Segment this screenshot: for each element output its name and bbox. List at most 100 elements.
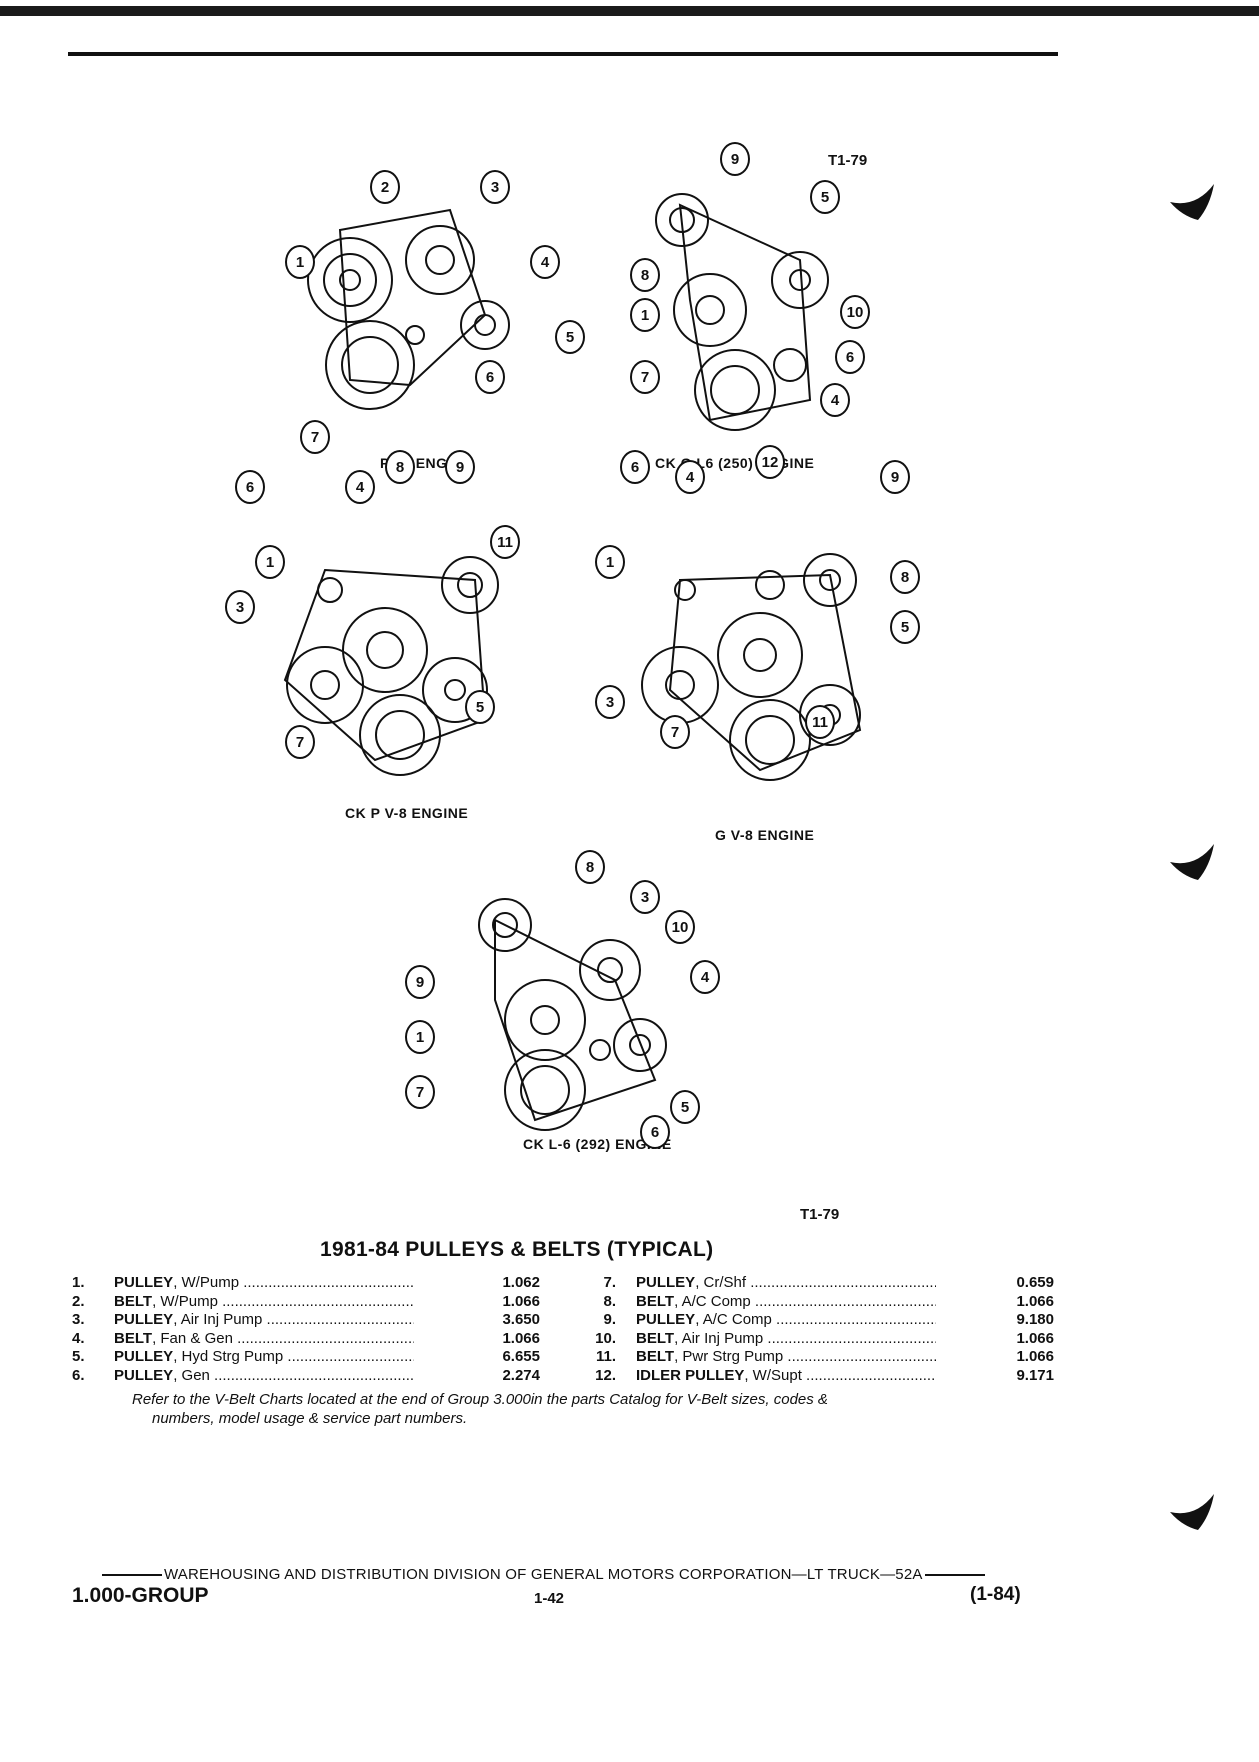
part-number: 4. [72, 1329, 85, 1347]
parts-row: 1. PULLEY, W/Pump 1.062 7. PULLEY, Cr/Sh… [72, 1274, 1072, 1293]
part-name: BELT [114, 1329, 153, 1347]
part-value: 0.659 [1016, 1274, 1054, 1291]
callout-8: 8 [630, 258, 660, 292]
divider [924, 1574, 985, 1577]
part-name: PULLEY [636, 1274, 696, 1291]
callout-7: 7 [405, 1075, 435, 1109]
callout-9: 9 [405, 965, 435, 999]
callout-12: 12 [755, 445, 785, 479]
part-value: 1.066 [1016, 1329, 1054, 1347]
callout-9: 9 [445, 450, 475, 484]
callout-9: 9 [720, 142, 750, 176]
part-value: 3.650 [502, 1311, 540, 1328]
callout-8: 8 [575, 850, 605, 884]
part-detail: , W/Pump [152, 1292, 218, 1310]
belt-diagram-illustration [641, 553, 862, 781]
vbelt-reference-note: Refer to the V-Belt Charts located at th… [132, 1390, 1032, 1428]
callout-5: 5 [810, 180, 840, 214]
diagram-caption: G V-8 ENGINE [715, 827, 815, 843]
belt-diagram-illustration [283, 556, 499, 776]
part-detail: , Air Inj Pump [674, 1329, 764, 1347]
part-value: 1.062 [502, 1274, 540, 1291]
callout-8: 8 [890, 560, 920, 594]
parts-row: 5. PULLEY, Hyd Strg Pump 6.655 11. BELT,… [72, 1348, 1072, 1367]
part-number: 8. [603, 1292, 616, 1310]
top-scan-bar [0, 6, 1259, 16]
callout-1: 1 [255, 545, 285, 579]
callout-1: 1 [405, 1020, 435, 1054]
callout-2: 2 [370, 170, 400, 204]
callout-8: 8 [385, 450, 415, 484]
part-value: 1.066 [502, 1329, 540, 1347]
callout-3: 3 [595, 685, 625, 719]
callout-4: 4 [690, 960, 720, 994]
parts-row: 4. BELT, Fan & Gen 1.066 10. BELT, Air I… [72, 1330, 1072, 1349]
part-value: 9.171 [1016, 1366, 1054, 1384]
part-description: BELT, A/C Comp [636, 1293, 936, 1310]
binder-hole-mark [1170, 1494, 1214, 1530]
footer-group: 1.000-GROUP [72, 1584, 209, 1607]
part-value: 1.066 [502, 1292, 540, 1310]
callout-1: 1 [595, 545, 625, 579]
part-value: 6.655 [502, 1348, 540, 1365]
callout-7: 7 [285, 725, 315, 759]
callout-7: 7 [630, 360, 660, 394]
divider [102, 1574, 162, 1577]
callout-1: 1 [285, 245, 315, 279]
part-name: PULLEY [114, 1348, 174, 1365]
part-detail: , Hyd Strg Pump [173, 1348, 284, 1365]
callout-10: 10 [840, 295, 870, 329]
part-number: 7. [603, 1274, 616, 1291]
part-number: 2. [72, 1292, 85, 1310]
callout-5: 5 [670, 1090, 700, 1124]
footer-division-text: WAREHOUSING AND DISTRIBUTION DIVISION OF… [164, 1566, 923, 1583]
part-detail: , W/Supt [744, 1366, 802, 1384]
note-line: numbers, model usage & service part numb… [152, 1410, 468, 1427]
callout-11: 11 [490, 525, 520, 559]
parts-row: 6. PULLEY, Gen 2.274 12. IDLER PULLEY, W… [72, 1367, 1072, 1386]
binder-hole-mark [1170, 184, 1214, 220]
part-description: BELT, Pwr Strg Pump [636, 1348, 936, 1365]
callout-6: 6 [620, 450, 650, 484]
section-title: 1981-84 PULLEYS & BELTS (TYPICAL) [320, 1238, 714, 1261]
parts-list: 1. PULLEY, W/Pump 1.062 7. PULLEY, Cr/Sh… [72, 1274, 1072, 1385]
part-name: PULLEY [114, 1311, 174, 1328]
callout-4: 4 [345, 470, 375, 504]
callout-6: 6 [835, 340, 865, 374]
part-name: IDLER PULLEY [636, 1366, 745, 1384]
callout-4: 4 [675, 460, 705, 494]
callout-3: 3 [630, 880, 660, 914]
belt-diagram-illustration [655, 193, 829, 431]
part-detail: , Gen [173, 1366, 210, 1384]
callout-6: 6 [640, 1115, 670, 1149]
part-name: PULLEY [114, 1366, 174, 1384]
part-description: BELT, Fan & Gen [114, 1330, 414, 1347]
part-description: IDLER PULLEY, W/Supt [636, 1367, 936, 1384]
part-number: 11. [595, 1348, 616, 1365]
part-detail: , A/C Comp [674, 1292, 751, 1310]
part-detail: , Air Inj Pump [173, 1311, 263, 1328]
callout-3: 3 [480, 170, 510, 204]
part-description: PULLEY, Air Inj Pump [114, 1311, 414, 1328]
footer-division-line: WAREHOUSING AND DISTRIBUTION DIVISION OF… [100, 1566, 1060, 1583]
part-detail: , Cr/Shf [695, 1274, 747, 1291]
header-rule [68, 52, 1058, 56]
part-description: BELT, W/Pump [114, 1293, 414, 1310]
part-number: 9. [603, 1311, 616, 1328]
figure-ref-bottom: T1-79 [800, 1206, 840, 1223]
part-value: 2.274 [502, 1366, 540, 1384]
page-number: 1-42 [534, 1590, 565, 1607]
callout-7: 7 [660, 715, 690, 749]
callout-5: 5 [555, 320, 585, 354]
callout-5: 5 [465, 690, 495, 724]
callout-11: 11 [805, 705, 835, 739]
belt-diagram-illustration [478, 898, 667, 1131]
callout-7: 7 [300, 420, 330, 454]
part-description: PULLEY, Cr/Shf [636, 1274, 936, 1291]
part-description: PULLEY, Hyd Strg Pump [114, 1348, 414, 1365]
part-description: PULLEY, Gen [114, 1367, 414, 1384]
